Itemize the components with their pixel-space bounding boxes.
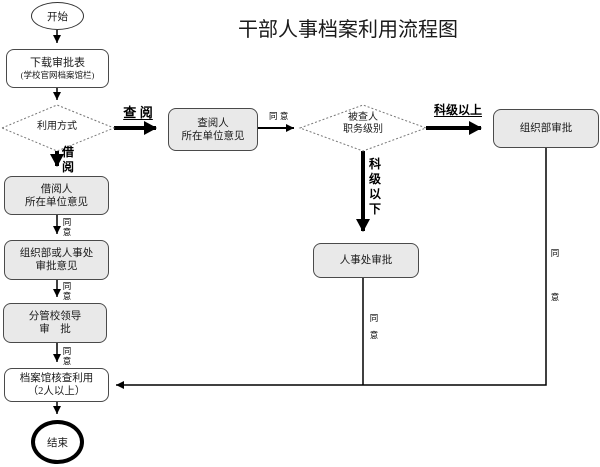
usage-mode-diamond-shape: [0, 104, 116, 152]
school-leader-line1: 分管校领导: [28, 311, 82, 322]
consult-unit-line2: 所在单位意见: [181, 130, 245, 142]
download-form-node: 下载审批表 (学校官网档案馆栏): [6, 49, 109, 88]
person-level-diamond-label: 被查人 职务级别: [323, 112, 403, 136]
consult-unit-line1: 查阅人: [197, 117, 229, 129]
borrower-unit-line2: 所在单位意见: [25, 196, 88, 208]
org-approve-label: 组织部审批: [519, 123, 573, 134]
borrower-unit-node: 借阅人 所在单位意见: [4, 176, 109, 215]
person-level-line1: 被查人: [348, 112, 378, 123]
consult-unit-node: 查阅人 所在单位意见: [168, 108, 258, 151]
hr-approve-node: 人事处审批: [313, 243, 419, 278]
end-node: 结束: [31, 420, 84, 464]
usage-mode-diamond-label: 利用方式: [37, 121, 77, 132]
start-label: 开始: [47, 11, 68, 23]
school-leader-node: 分管校领导 审 批: [3, 303, 107, 343]
edge-label-agree-after-borrower: 同意: [62, 217, 72, 237]
hr-approve-label: 人事处审批: [339, 255, 393, 266]
org-or-hr-node: 组织部或人事处 审批意见: [4, 240, 109, 280]
edge-label-agree-org-line: 同意: [550, 248, 560, 302]
org-approve-node: 组织部审批: [493, 109, 599, 148]
org-or-hr-line2: 审批意见: [35, 261, 78, 272]
archive-check-line2: （2人以上）: [27, 386, 86, 397]
page-title: 干部人事档案利用流程图: [238, 19, 458, 41]
download-form-note: (学校官网档案馆栏): [20, 70, 95, 80]
archive-check-node: 档案馆核查利用 （2人以上）: [4, 368, 109, 402]
start-node: 开始: [31, 2, 84, 30]
edge-label-agree-consult: 同 意: [269, 111, 289, 121]
edge-orgapprove-archive: [116, 148, 547, 389]
download-form-label: 下载审批表: [30, 57, 85, 69]
edge-label-consult: 查 阅: [123, 105, 153, 120]
end-label: 结束: [47, 437, 68, 449]
archive-check-line1: 档案馆核查利用: [19, 373, 94, 384]
school-leader-line2: 审 批: [39, 324, 71, 335]
org-or-hr-line1: 组织部或人事处: [19, 248, 94, 259]
edge-label-level-below: 科级以下: [368, 157, 381, 216]
borrower-unit-line1: 借阅人: [40, 183, 73, 195]
edge-label-borrow: 借阅: [61, 145, 74, 174]
edge-label-agree-after-leader: 同意: [62, 346, 72, 366]
person-level-line2: 职务级别: [343, 124, 383, 135]
edge-label-agree-hr-line: 同意: [369, 313, 379, 340]
edge-label-level-above: 科级以上: [433, 103, 482, 117]
person-level-diamond-shape: [298, 104, 428, 152]
edge-label-agree-after-org-hr: 同意: [62, 281, 72, 301]
